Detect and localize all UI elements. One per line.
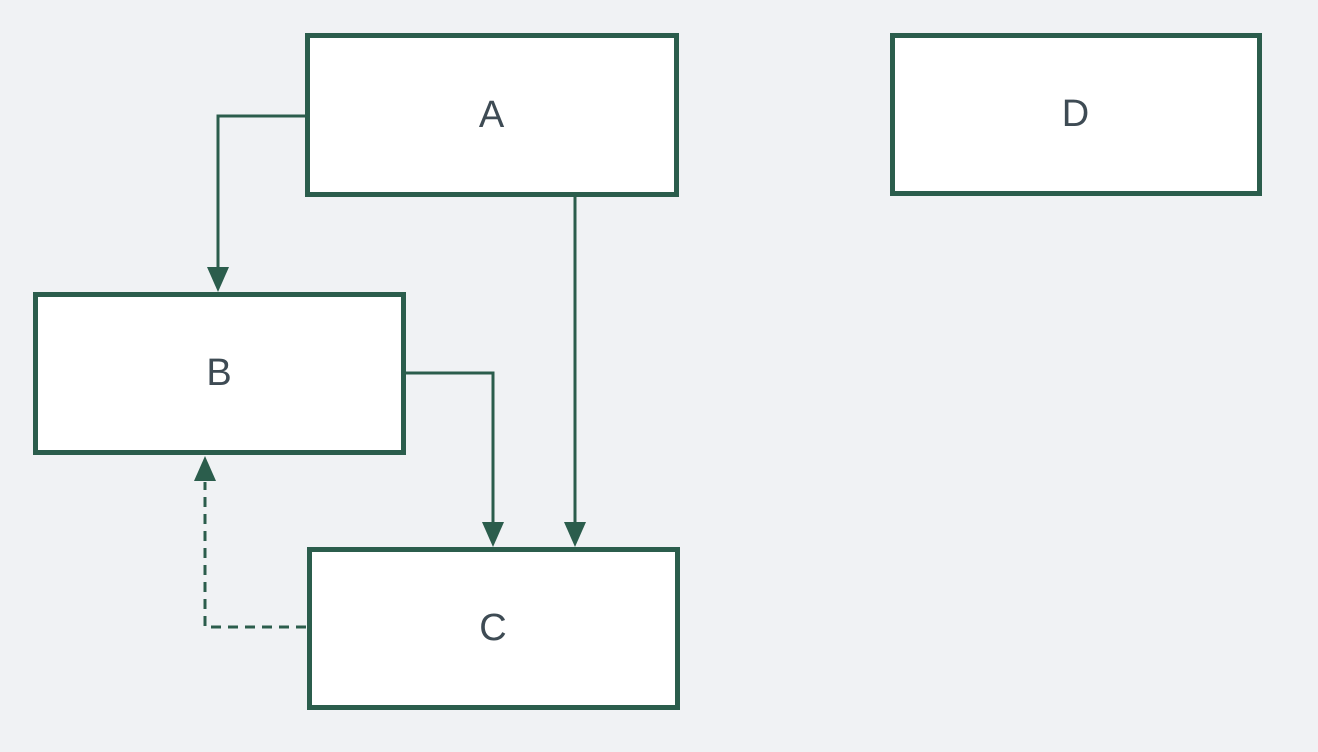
node-B-label: B bbox=[206, 352, 233, 394]
node-D[interactable]: D bbox=[890, 33, 1262, 196]
arrowhead-into-C-top-right-icon bbox=[564, 522, 586, 547]
edge-C-to-B-dashed[interactable] bbox=[194, 456, 306, 629]
arrowhead-into-B-top-icon bbox=[207, 267, 229, 292]
arrowhead-into-C-top-left-icon bbox=[482, 522, 504, 547]
node-A[interactable]: A bbox=[305, 33, 679, 197]
edge-B-to-C[interactable] bbox=[406, 371, 504, 547]
arrowhead-into-B-bottom-icon bbox=[194, 456, 216, 481]
node-A-label: A bbox=[478, 93, 506, 136]
edge-C-to-B-line bbox=[203, 482, 306, 629]
node-D-label: D bbox=[1061, 93, 1091, 135]
edge-A-to-C[interactable] bbox=[564, 197, 586, 547]
edge-A-to-B[interactable] bbox=[207, 114, 306, 292]
node-C[interactable]: C bbox=[307, 547, 680, 710]
edge-B-to-C-line bbox=[406, 371, 495, 523]
node-B[interactable]: B bbox=[33, 292, 406, 455]
edge-A-to-B-line bbox=[216, 114, 306, 268]
node-C-label: C bbox=[479, 607, 508, 649]
